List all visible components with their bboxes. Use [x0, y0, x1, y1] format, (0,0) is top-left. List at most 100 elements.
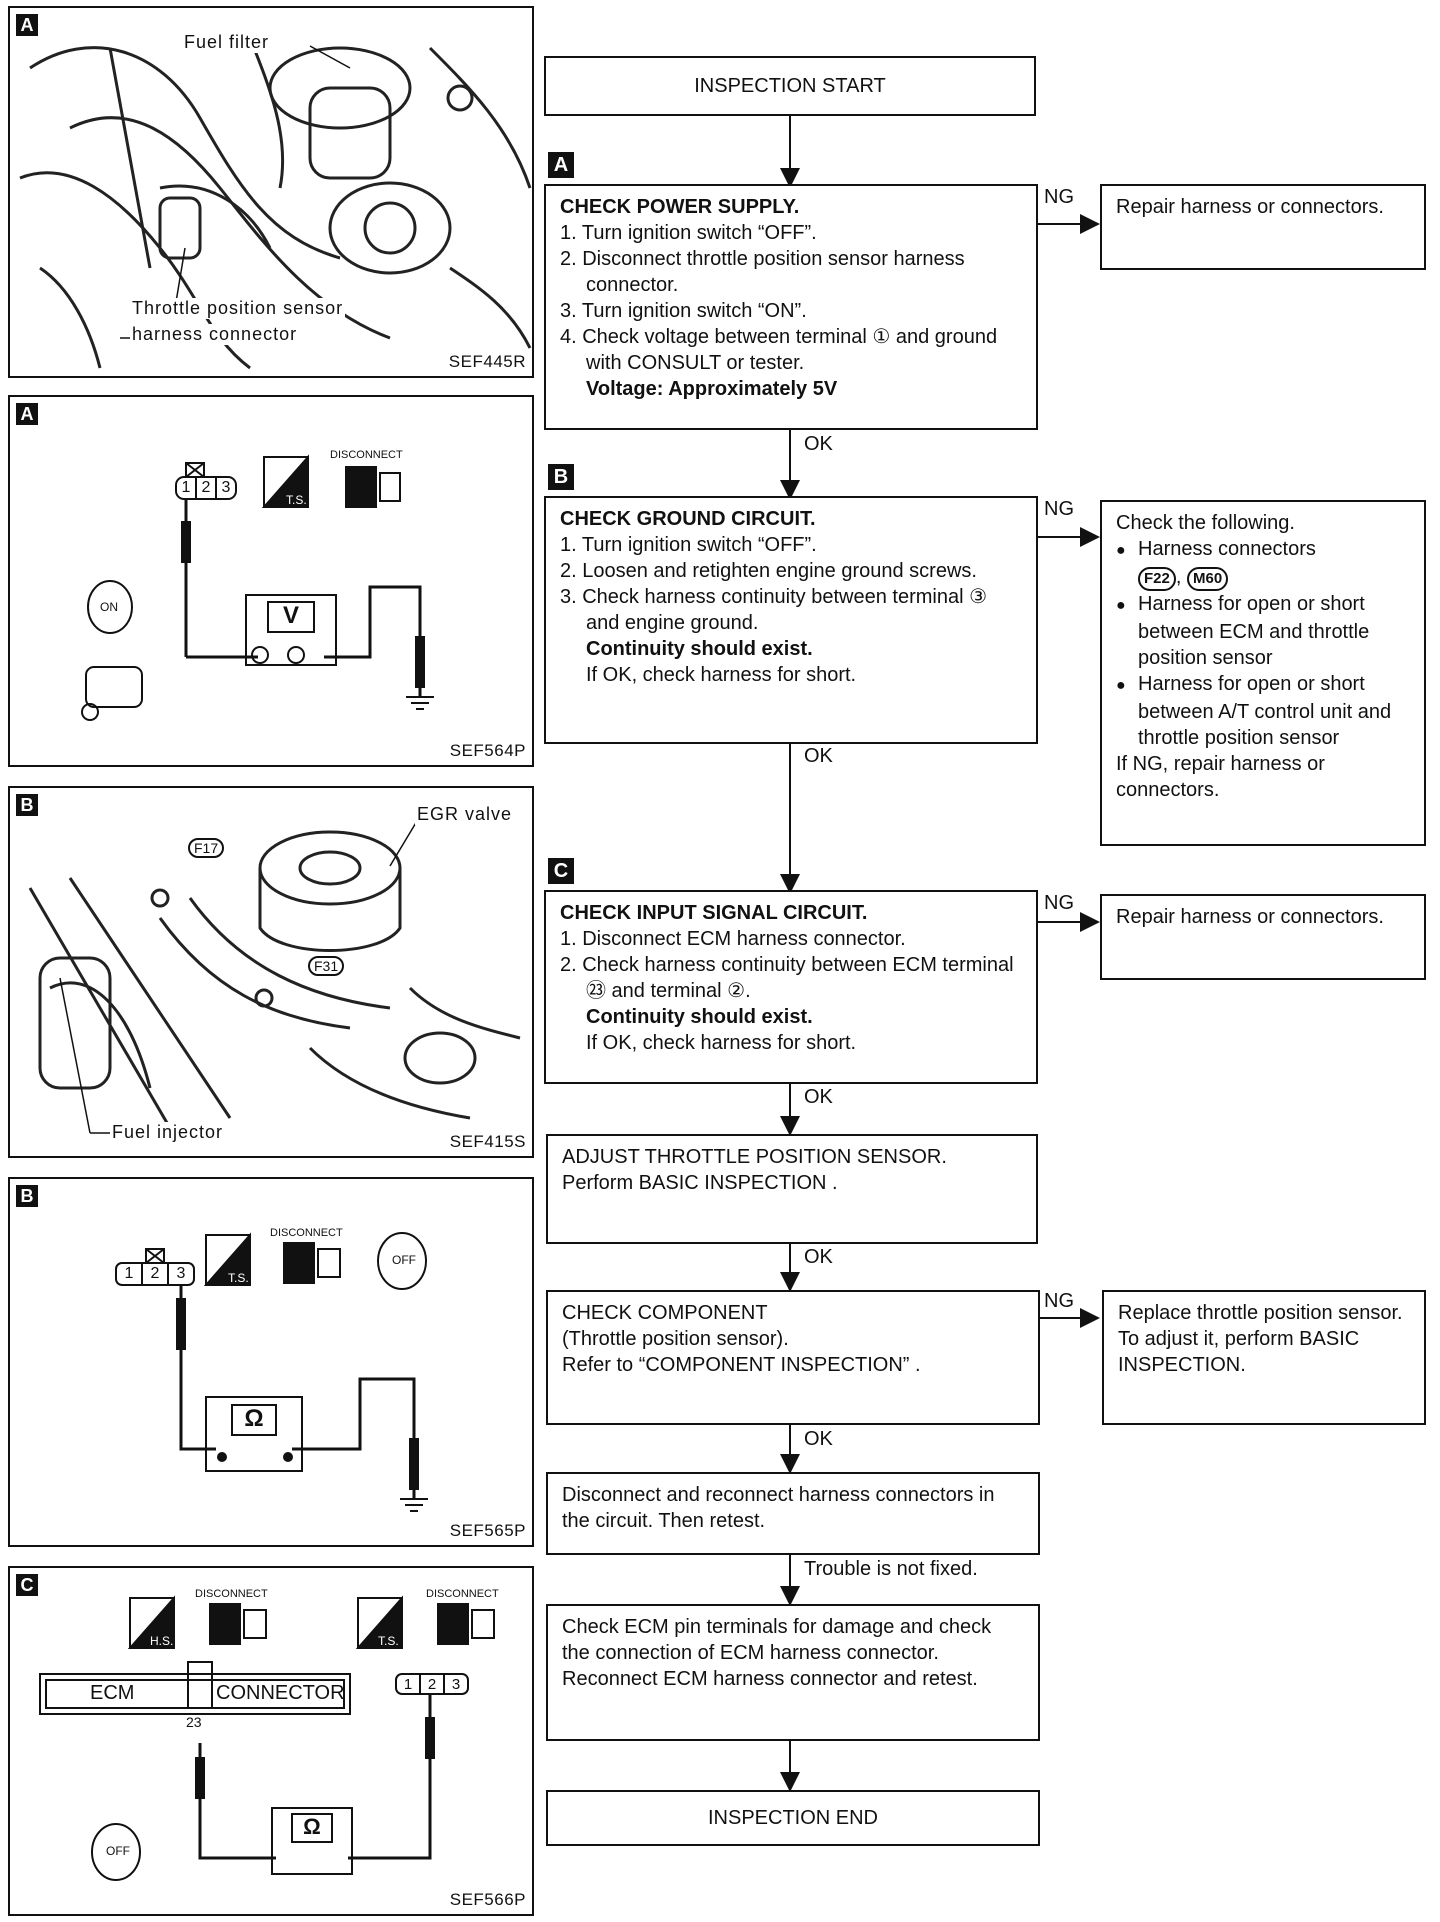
panel-tps-location: A Fuel filter Throttle position sensor h…	[8, 6, 534, 378]
step-note: If OK, check harness for short.	[586, 1032, 857, 1054]
terminal-23-label: 23	[186, 1714, 202, 1730]
step-c-tag: C	[548, 858, 574, 884]
ignition-key-icon: OFF	[392, 1253, 416, 1267]
label-tps: Throttle position sensor	[130, 298, 346, 319]
step-spec: Continuity should exist.	[586, 638, 813, 660]
pin-2: 2	[427, 1675, 437, 1693]
step-adjust-tps: ADJUST THROTTLE POSITION SENSOR. Perform…	[546, 1134, 1038, 1244]
ecm-label: ECM	[90, 1682, 135, 1704]
disconnect-label: DISCONNECT	[195, 1588, 268, 1600]
step-title: CHECK INPUT SIGNAL CIRCUIT.	[560, 902, 868, 924]
connector-m60: M60	[1186, 567, 1229, 591]
ts-label: T.S.	[286, 493, 307, 507]
step-spec: Voltage: Approximately 5V	[586, 378, 838, 400]
ok-label: OK	[804, 433, 833, 456]
step-check-ground-circuit: CHECK GROUND CIRCUIT. 1. Turn ignition s…	[544, 496, 1038, 744]
component-line: CHECK COMPONENT	[562, 1302, 768, 1324]
step-check-component: CHECK COMPONENT (Throttle position senso…	[546, 1290, 1040, 1425]
result-repair-harness: Repair harness or connectors.	[1100, 184, 1426, 270]
step-item: 1. Turn ignition switch “OFF”.	[560, 222, 817, 244]
ng-label: NG	[1044, 186, 1074, 209]
ok-label: OK	[804, 1246, 833, 1269]
label-fuel-injector: Fuel injector	[110, 1122, 226, 1143]
pin-1: 1	[124, 1265, 134, 1282]
panel-input-signal-check: C DISCONNECT DISCONNECT H.S. T.S.	[8, 1566, 534, 1916]
component-line: (Throttle position sensor).	[562, 1328, 789, 1350]
component-line: Refer to “COMPONENT INSPECTION” .	[562, 1354, 921, 1376]
disconnect-label: DISCONNECT	[330, 449, 403, 461]
result-replace-tps: Replace throttle position sensor. To adj…	[1102, 1290, 1426, 1425]
step-note: If OK, check harness for short.	[586, 664, 857, 686]
ok-label: OK	[804, 1428, 833, 1451]
panel-tag: B	[16, 1185, 38, 1207]
ok-label: OK	[804, 1086, 833, 1109]
panel-tag: A	[16, 403, 38, 425]
panel-tag: B	[16, 794, 38, 816]
step-check-input-signal: CHECK INPUT SIGNAL CIRCUIT. 1. Disconnec…	[544, 890, 1038, 1084]
panel-egr-injector: B EGR valve F17 F31 Fuel injector SEF415…	[8, 786, 534, 1158]
label-egr-valve: EGR valve	[415, 804, 515, 825]
step-title: CHECK POWER SUPPLY.	[560, 196, 800, 218]
pin-3: 3	[176, 1265, 186, 1282]
figure-code: SEF445R	[448, 352, 526, 371]
result-repair-harness: Repair harness or connectors.	[1100, 894, 1426, 980]
ts-label: T.S.	[378, 1634, 399, 1648]
ignition-key-icon: OFF	[106, 1844, 130, 1858]
inspection-end: INSPECTION END	[546, 1790, 1040, 1846]
ignition-key-icon: ON	[100, 600, 118, 614]
disconnect-label: DISCONNECT	[426, 1588, 499, 1600]
step-item: 2. Disconnect throttle position sensor h…	[560, 248, 965, 296]
pin-1: 1	[403, 1675, 413, 1693]
step-item: 2. Loosen and retighten engine ground sc…	[560, 560, 977, 582]
step-a-tag: A	[548, 152, 574, 178]
check-item: Harness for open or short between ECM an…	[1116, 591, 1410, 671]
step-spec: Continuity should exist.	[586, 1006, 813, 1028]
hs-label: H.S.	[150, 1634, 174, 1648]
step-item: 2. Check harness continuity between ECM …	[560, 954, 1014, 1002]
label-fuel-filter: Fuel filter	[182, 32, 272, 53]
label-harness-connector: harness connector	[130, 324, 300, 345]
panel-ground-check: B 1 2 3 Ω DISCONNECT T.S. OFF SEF565P	[8, 1177, 534, 1547]
figure-code: SEF566P	[449, 1890, 526, 1909]
pin-3: 3	[451, 1675, 461, 1693]
ok-label: OK	[804, 745, 833, 768]
pin-2: 2	[150, 1265, 160, 1282]
adjust-line: ADJUST THROTTLE POSITION SENSOR.	[562, 1146, 947, 1168]
check-tail: If NG, repair harness or connectors.	[1116, 753, 1325, 801]
connector-f22: F22	[1138, 567, 1176, 591]
inspection-start: INSPECTION START	[544, 56, 1036, 116]
voltage-wiring-diagram	[81, 454, 434, 721]
step-check-power-supply: CHECK POWER SUPPLY. 1. Turn ignition swi…	[544, 184, 1038, 430]
panel-tag: C	[16, 1574, 38, 1596]
step-item: 3. Turn ignition switch “ON”.	[560, 300, 807, 322]
pin-3: 3	[221, 479, 231, 496]
engine-illustration	[19, 37, 532, 370]
result-check-following: Check the following. Harness connectors …	[1100, 500, 1426, 846]
not-fixed-label: Trouble is not fixed.	[804, 1558, 978, 1581]
check-item-text: Harness connectors	[1138, 538, 1316, 560]
tps-pins: 1 2 3	[396, 1674, 468, 1694]
ohmmeter: Ω	[303, 1814, 321, 1839]
ecm-wiring-diagram	[39, 1595, 495, 1881]
ng-label: NG	[1044, 498, 1074, 521]
check-heading: Check the following.	[1116, 512, 1295, 534]
adjust-line: Perform BASIC INSPECTION .	[562, 1172, 838, 1194]
ts-label: T.S.	[228, 1271, 249, 1285]
step-reconnect: Disconnect and reconnect harness connect…	[546, 1472, 1040, 1555]
step-item: 1. Turn ignition switch “OFF”.	[560, 534, 817, 556]
disconnect-label: DISCONNECT	[270, 1227, 343, 1239]
tps-pins: 1 2 3	[176, 477, 236, 499]
pin-2: 2	[201, 479, 211, 496]
check-item: Harness for open or short between A/T co…	[1116, 671, 1410, 751]
panel-voltage-check: A 1 2 3 V DISCO	[8, 395, 534, 767]
figure-code: SEF415S	[449, 1132, 526, 1151]
step-check-ecm-pins: Check ECM pin terminals for damage and c…	[546, 1604, 1040, 1741]
step-item: 3. Check harness continuity between term…	[560, 586, 988, 634]
voltmeter: V	[282, 602, 299, 629]
ng-label: NG	[1044, 1290, 1074, 1313]
tps-pins: 1 2 3	[116, 1263, 194, 1285]
step-item: 1. Disconnect ECM harness connector.	[560, 928, 906, 950]
ng-label: NG	[1044, 892, 1074, 915]
engine-illustration	[28, 815, 521, 1134]
